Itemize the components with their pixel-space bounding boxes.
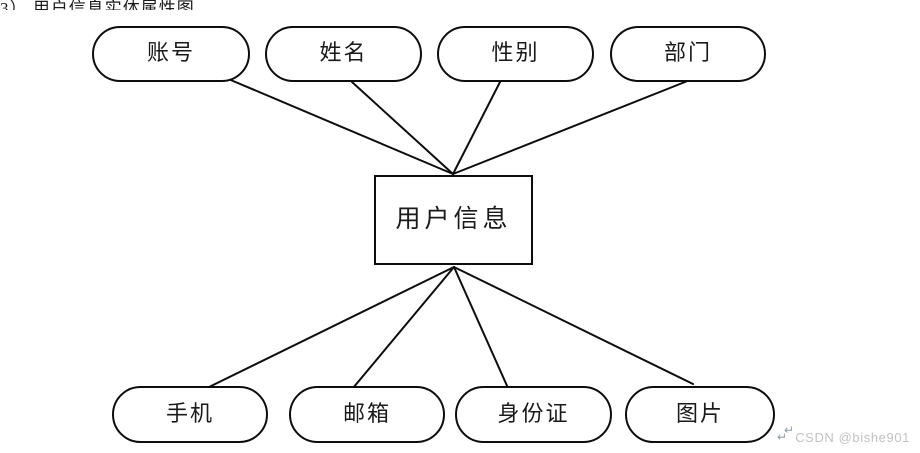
edge-user-info-to-email: [352, 266, 455, 389]
attribute-label: 身份证: [497, 400, 570, 426]
attribute-label: 手机: [165, 400, 214, 426]
attribute-node-picture[interactable]: 图片: [625, 386, 775, 443]
attribute-node-account[interactable]: 账号: [92, 26, 250, 82]
edge-department-to-user-info: [452, 79, 691, 175]
attribute-node-phone[interactable]: 手机: [112, 386, 268, 443]
attribute-label: 性别: [491, 40, 540, 65]
attribute-label: 账号: [146, 40, 195, 65]
section-heading: 3） 用户信息实体属性图: [0, 0, 195, 10]
edge-name-to-user-info: [351, 81, 454, 175]
edge-gender-to-user-info: [452, 81, 501, 175]
edge-account-to-user-info: [225, 77, 454, 175]
attribute-node-department[interactable]: 部门: [610, 26, 766, 82]
paragraph-mark-icon: ↵: [784, 423, 795, 437]
attribute-node-idcard[interactable]: 身份证: [455, 386, 612, 443]
watermark-text: CSDN @bishe901: [795, 430, 910, 445]
attribute-label: 部门: [663, 40, 712, 65]
edge-user-info-to-idcard: [453, 266, 509, 389]
attribute-node-name[interactable]: 姓名: [265, 26, 422, 82]
attribute-node-gender[interactable]: 性别: [437, 26, 594, 82]
attribute-label: 姓名: [319, 40, 368, 65]
edge-user-info-to-picture: [453, 266, 694, 385]
attribute-node-email[interactable]: 邮箱: [289, 386, 445, 443]
paragraph-mark-icon: ↵: [777, 430, 788, 444]
entity-node-user-info[interactable]: 用户信息: [374, 175, 533, 265]
entity-label: 用户信息: [395, 205, 512, 233]
edge-user-info-to-phone: [206, 266, 455, 389]
attribute-label: 图片: [675, 400, 724, 426]
attribute-label: 邮箱: [342, 400, 391, 426]
